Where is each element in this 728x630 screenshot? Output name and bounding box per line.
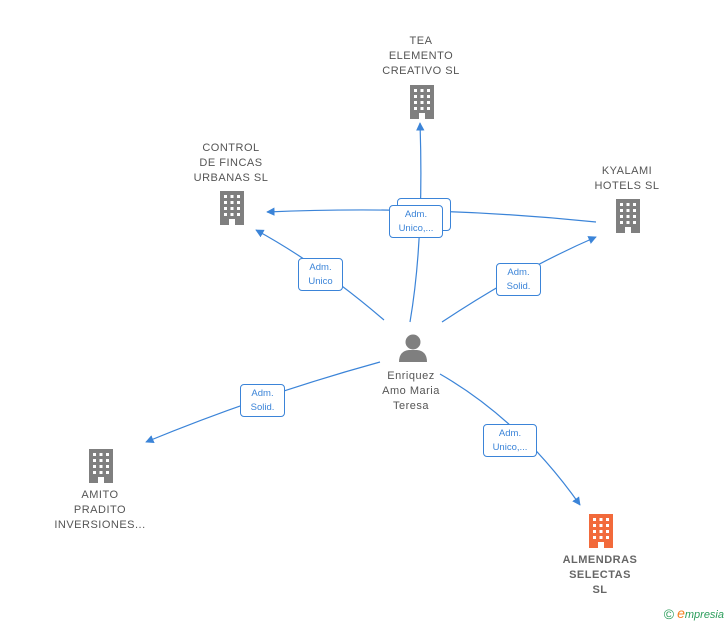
node-label-kyalami[interactable]: KYALAMI HOTELS SL [594,165,660,192]
edge-label-kyalami[interactable]: Adm. Solid. [496,263,541,296]
brand-initial: e [677,605,685,621]
edge-label-tea[interactable]: Adm. Unico,... [389,205,443,238]
copyright-icon: © [663,606,675,622]
edge-label-almendras[interactable]: Adm. Unico,... [483,424,537,457]
node-label-amito[interactable]: AMITO PRADITO INVERSIONES... [54,489,146,531]
building-icon [589,514,613,548]
node-label-almendras[interactable]: ALMENDRAS SELECTAS SL [562,554,638,596]
building-icon [220,191,244,225]
building-icon [89,449,113,483]
building-icon [616,199,640,233]
building-icon [410,85,434,119]
brand-logo: ©empresia [664,605,724,622]
edge-label-control[interactable]: Adm. Unico [298,258,343,291]
brand-name: mpresia [684,609,724,621]
node-label-person[interactable]: Enriquez Amo Maria Teresa [382,370,440,412]
person-icon [399,334,427,362]
node-label-control[interactable]: CONTROL DE FINCAS URBANAS SL [193,142,269,184]
edge-label-amito[interactable]: Adm. Solid. [240,384,285,417]
node-label-tea[interactable]: TEA ELEMENTO CREATIVO SL [382,35,460,77]
